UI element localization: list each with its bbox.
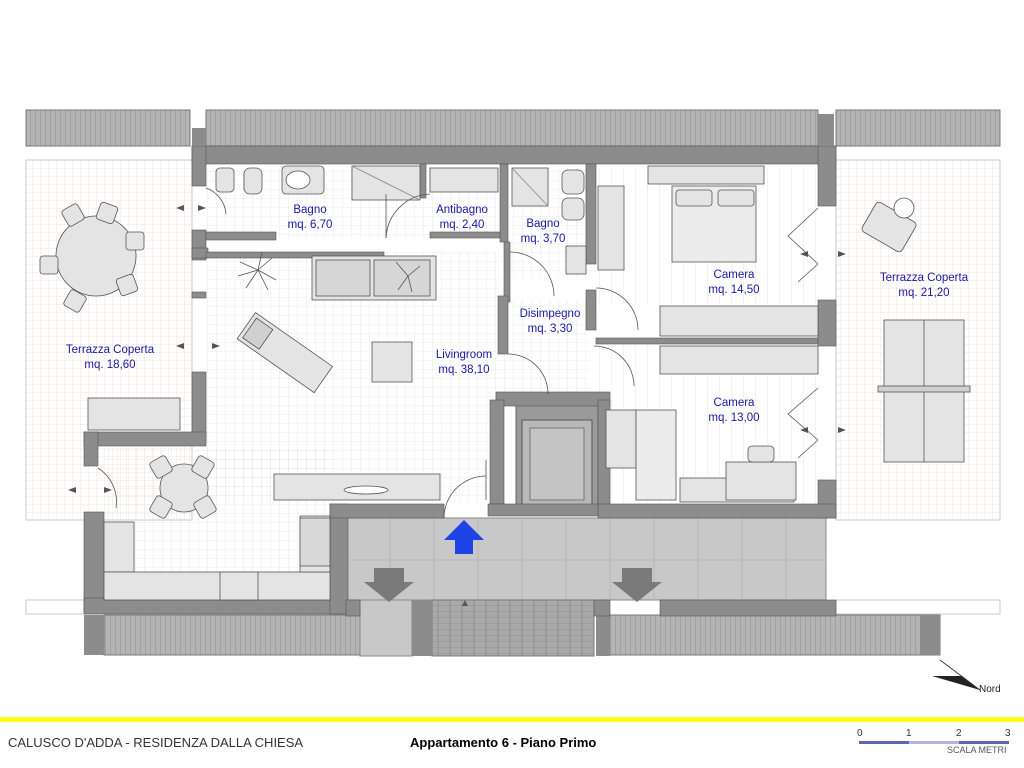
scale-bar: 0 1 2 3 SCALA METRI [855,728,1015,758]
dining-table [159,463,209,513]
plant [237,251,277,291]
north-arrow-icon [932,676,980,690]
scale-tick-0: 0 [857,728,863,739]
room-label-bagno: Bagno mq. 6,70 [270,203,350,233]
room-label-antibagno: Antibagno mq. 2,40 [422,203,502,233]
scale-tick-3: 3 [1005,728,1011,739]
room-label-disimpegno: Disimpegno mq. 3,30 [505,307,595,337]
entrance-arrow-icon [444,520,484,554]
room-label-terrazza-right: Terrazza Coperta mq. 21,20 [864,271,984,301]
small-bidet [561,197,585,221]
arrow-down-right [612,568,662,602]
arrow-down-left [364,568,414,602]
room-area: mq. 2,40 [439,219,485,231]
scale-segment [909,741,959,744]
room-area: mq. 13,00 [708,412,760,424]
room-name: Bagno [526,218,560,230]
room-area: mq. 38,10 [438,364,490,376]
apartment-title: Appartamento 6 - Piano Primo [410,735,597,750]
room-area: mq. 3,30 [527,323,573,335]
project-title: CALUSCO D'ADDA - RESIDENZA DALLA CHIESA [8,735,304,750]
staircase [431,599,595,657]
footer-divider [0,717,1024,722]
small-toilet [561,169,585,195]
scale-segment [859,741,909,744]
walls [83,145,837,617]
room-label-bagno-small: Bagno mq. 3,70 [503,217,583,247]
wardrobe-1 [597,185,625,271]
room-label-livingroom: Livingroom mq. 38,10 [420,348,508,378]
room-name: Antibagno [436,204,488,216]
common-landing [345,517,827,601]
terrace-sofa [87,397,181,431]
room-name: Terrazza Coperta [65,344,155,356]
room-area: mq. 21,20 [898,287,950,299]
bed-single [635,409,677,501]
plant-2 [395,261,421,293]
antibagno-counter [429,167,499,193]
room-label-camera-2: Camera mq. 13,00 [690,396,778,426]
sink [219,571,259,601]
headboard [647,165,765,185]
room-name: Disimpegno [519,308,581,320]
room-area: mq. 18,60 [84,359,136,371]
floor-plan [25,109,1001,691]
wardrobe-3 [659,345,819,375]
small-sink [565,245,587,275]
coffee-table [371,341,413,383]
chaise-longue [236,311,334,394]
fridge [103,521,135,573]
chair-bedroom [747,445,775,463]
room-label-terrazza-left: Terrazza Coperta mq. 18,60 [50,343,170,373]
roof-band-top [205,109,819,147]
wardrobe-2 [659,305,819,337]
scale-tick-1: 1 [906,728,912,739]
room-name: Terrazza Coperta [879,272,969,284]
cabinet [605,409,637,469]
room-name: Livingroom [435,349,493,361]
room-area: mq. 3,70 [520,233,566,245]
window-arrows [68,205,846,606]
bidet [215,167,235,193]
scale-tick-2: 2 [956,728,962,739]
north-label: Nord [979,684,1001,695]
room-label-camera-1: Camera mq. 14,50 [690,268,778,298]
room-name: Camera [713,269,755,281]
room-area: mq. 6,70 [287,219,333,231]
room-area: mq. 14,50 [708,284,760,296]
room-name: Bagno [293,204,327,216]
room-name: Camera [713,397,755,409]
scale-segment [959,741,1009,744]
kitchen-counter [103,571,331,601]
work-table [725,461,797,501]
toilet [243,167,263,195]
scale-unit: SCALA METRI [947,745,1007,755]
